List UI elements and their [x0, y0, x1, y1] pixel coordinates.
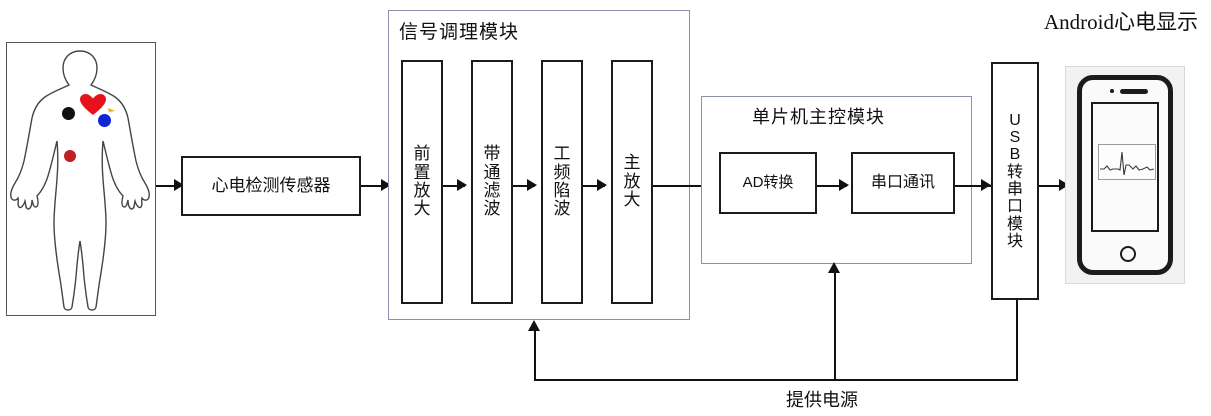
- usb-label-char-5: 串: [1006, 181, 1023, 198]
- ad-conversion-label: AD转换: [742, 174, 794, 192]
- stage-notch-char-2: 频: [553, 162, 571, 182]
- arrow-body-to-sensor: [174, 179, 184, 191]
- arrow-uart-to-usb: [981, 179, 991, 191]
- human-body-panel: [6, 42, 156, 316]
- electrode-red: [64, 150, 76, 162]
- ecg-sensor-label: 心电检测传感器: [211, 176, 331, 196]
- power-line-to-signal: [534, 330, 536, 380]
- spark-icon: [108, 108, 115, 112]
- usb-label-char-6: 口: [1006, 198, 1023, 216]
- stage-bandpass-box[interactable]: 带 通 滤 波: [471, 60, 513, 304]
- arrow-ad-to-uart: [839, 179, 849, 191]
- arrow-power-to-signal: [528, 320, 540, 331]
- connector-sensor-to-signal: [361, 185, 389, 187]
- power-line-usb-down: [1016, 300, 1018, 381]
- usb-to-serial-label: U S B 转 串 口 模 块: [993, 64, 1037, 298]
- stage-preamp-char-4: 大: [413, 199, 431, 219]
- stage-notch-char-3: 陷: [553, 181, 571, 200]
- stage-notch-char-4: 波: [553, 199, 571, 219]
- connector-body-to-sensor: [156, 185, 182, 187]
- power-line-to-mcu: [834, 272, 836, 380]
- connector-ad-to-uart: [817, 185, 847, 187]
- stage-preamp-char-1: 前: [413, 144, 431, 164]
- power-line-horizontal: [534, 379, 1018, 381]
- stage-notch-char-1: 工: [553, 144, 571, 164]
- uart-comm-label: 串口通讯: [870, 173, 935, 191]
- phone-speaker-icon: [1120, 89, 1148, 94]
- phone-home-button-icon[interactable]: [1120, 246, 1136, 262]
- stage-preamp-char-3: 放: [413, 181, 431, 200]
- android-display-title: Android心电显示: [1044, 10, 1198, 34]
- ad-conversion-box[interactable]: AD转换: [719, 152, 817, 214]
- usb-label-char-8: 块: [1006, 232, 1023, 250]
- stage-bandpass-label: 带 通 滤 波: [473, 62, 511, 302]
- stage-preamp-box[interactable]: 前 置 放 大: [401, 60, 443, 304]
- android-phone[interactable]: [1077, 75, 1173, 275]
- power-supply-label: 提供电源: [786, 390, 858, 410]
- usb-label-char-1: U: [1009, 111, 1021, 129]
- usb-label-char-3: B: [1009, 146, 1021, 164]
- connector-stage3-stage4: [583, 185, 605, 187]
- stage-mainamp-char-3: 大: [623, 190, 641, 210]
- stage-bandpass-char-4: 波: [483, 199, 501, 219]
- arrow-stage3-stage4: [597, 179, 607, 191]
- stage-mainamp-label: 主 放 大: [613, 62, 651, 302]
- stage-bandpass-char-1: 带: [483, 144, 501, 164]
- connector-stage1-stage2: [443, 185, 465, 187]
- usb-label-char-4: 转: [1006, 163, 1023, 181]
- stage-preamp-label: 前 置 放 大: [403, 62, 441, 302]
- arrow-sensor-to-signal: [381, 179, 391, 191]
- ecg-waveform-icon: [1100, 151, 1155, 176]
- usb-label-char-7: 模: [1006, 215, 1023, 233]
- connector-signal-to-ad: [653, 185, 717, 187]
- stage-bandpass-char-3: 滤: [483, 181, 501, 200]
- ecg-waveform-panel: [1098, 144, 1156, 180]
- stage-notch-label: 工 频 陷 波: [543, 62, 581, 302]
- arrow-power-to-mcu: [828, 262, 840, 273]
- mcu-module-title: 单片机主控模块: [752, 107, 885, 127]
- usb-to-serial-module-box[interactable]: U S B 转 串 口 模 块: [991, 62, 1039, 300]
- connector-uart-to-usb: [955, 185, 991, 187]
- stage-bandpass-char-2: 通: [483, 162, 501, 182]
- connector-usb-to-phone: [1039, 185, 1067, 187]
- human-body-outline-icon: [10, 50, 150, 311]
- stage-mainamp-char-1: 主: [623, 153, 641, 173]
- arrow-stage1-stage2: [457, 179, 467, 191]
- phone-screen[interactable]: [1091, 102, 1159, 232]
- stage-mainamp-box[interactable]: 主 放 大: [611, 60, 653, 304]
- usb-label-char-2: S: [1009, 129, 1021, 147]
- stage-notch-box[interactable]: 工 频 陷 波: [541, 60, 583, 304]
- ecg-sensor-box[interactable]: 心电检测传感器: [181, 156, 361, 216]
- connector-stage2-stage3: [513, 185, 535, 187]
- uart-comm-box[interactable]: 串口通讯: [851, 152, 955, 214]
- stage-preamp-char-2: 置: [413, 162, 431, 182]
- stage-mainamp-char-2: 放: [623, 171, 641, 191]
- phone-camera-icon: [1110, 89, 1114, 93]
- heart-icon: [80, 94, 106, 115]
- electrode-blue: [98, 114, 111, 127]
- signal-conditioning-title: 信号调理模块: [399, 22, 520, 43]
- electrode-black: [62, 107, 75, 120]
- arrow-stage2-stage3: [527, 179, 537, 191]
- arrow-usb-to-phone: [1059, 179, 1069, 191]
- phone-outer-frame: [1065, 66, 1185, 284]
